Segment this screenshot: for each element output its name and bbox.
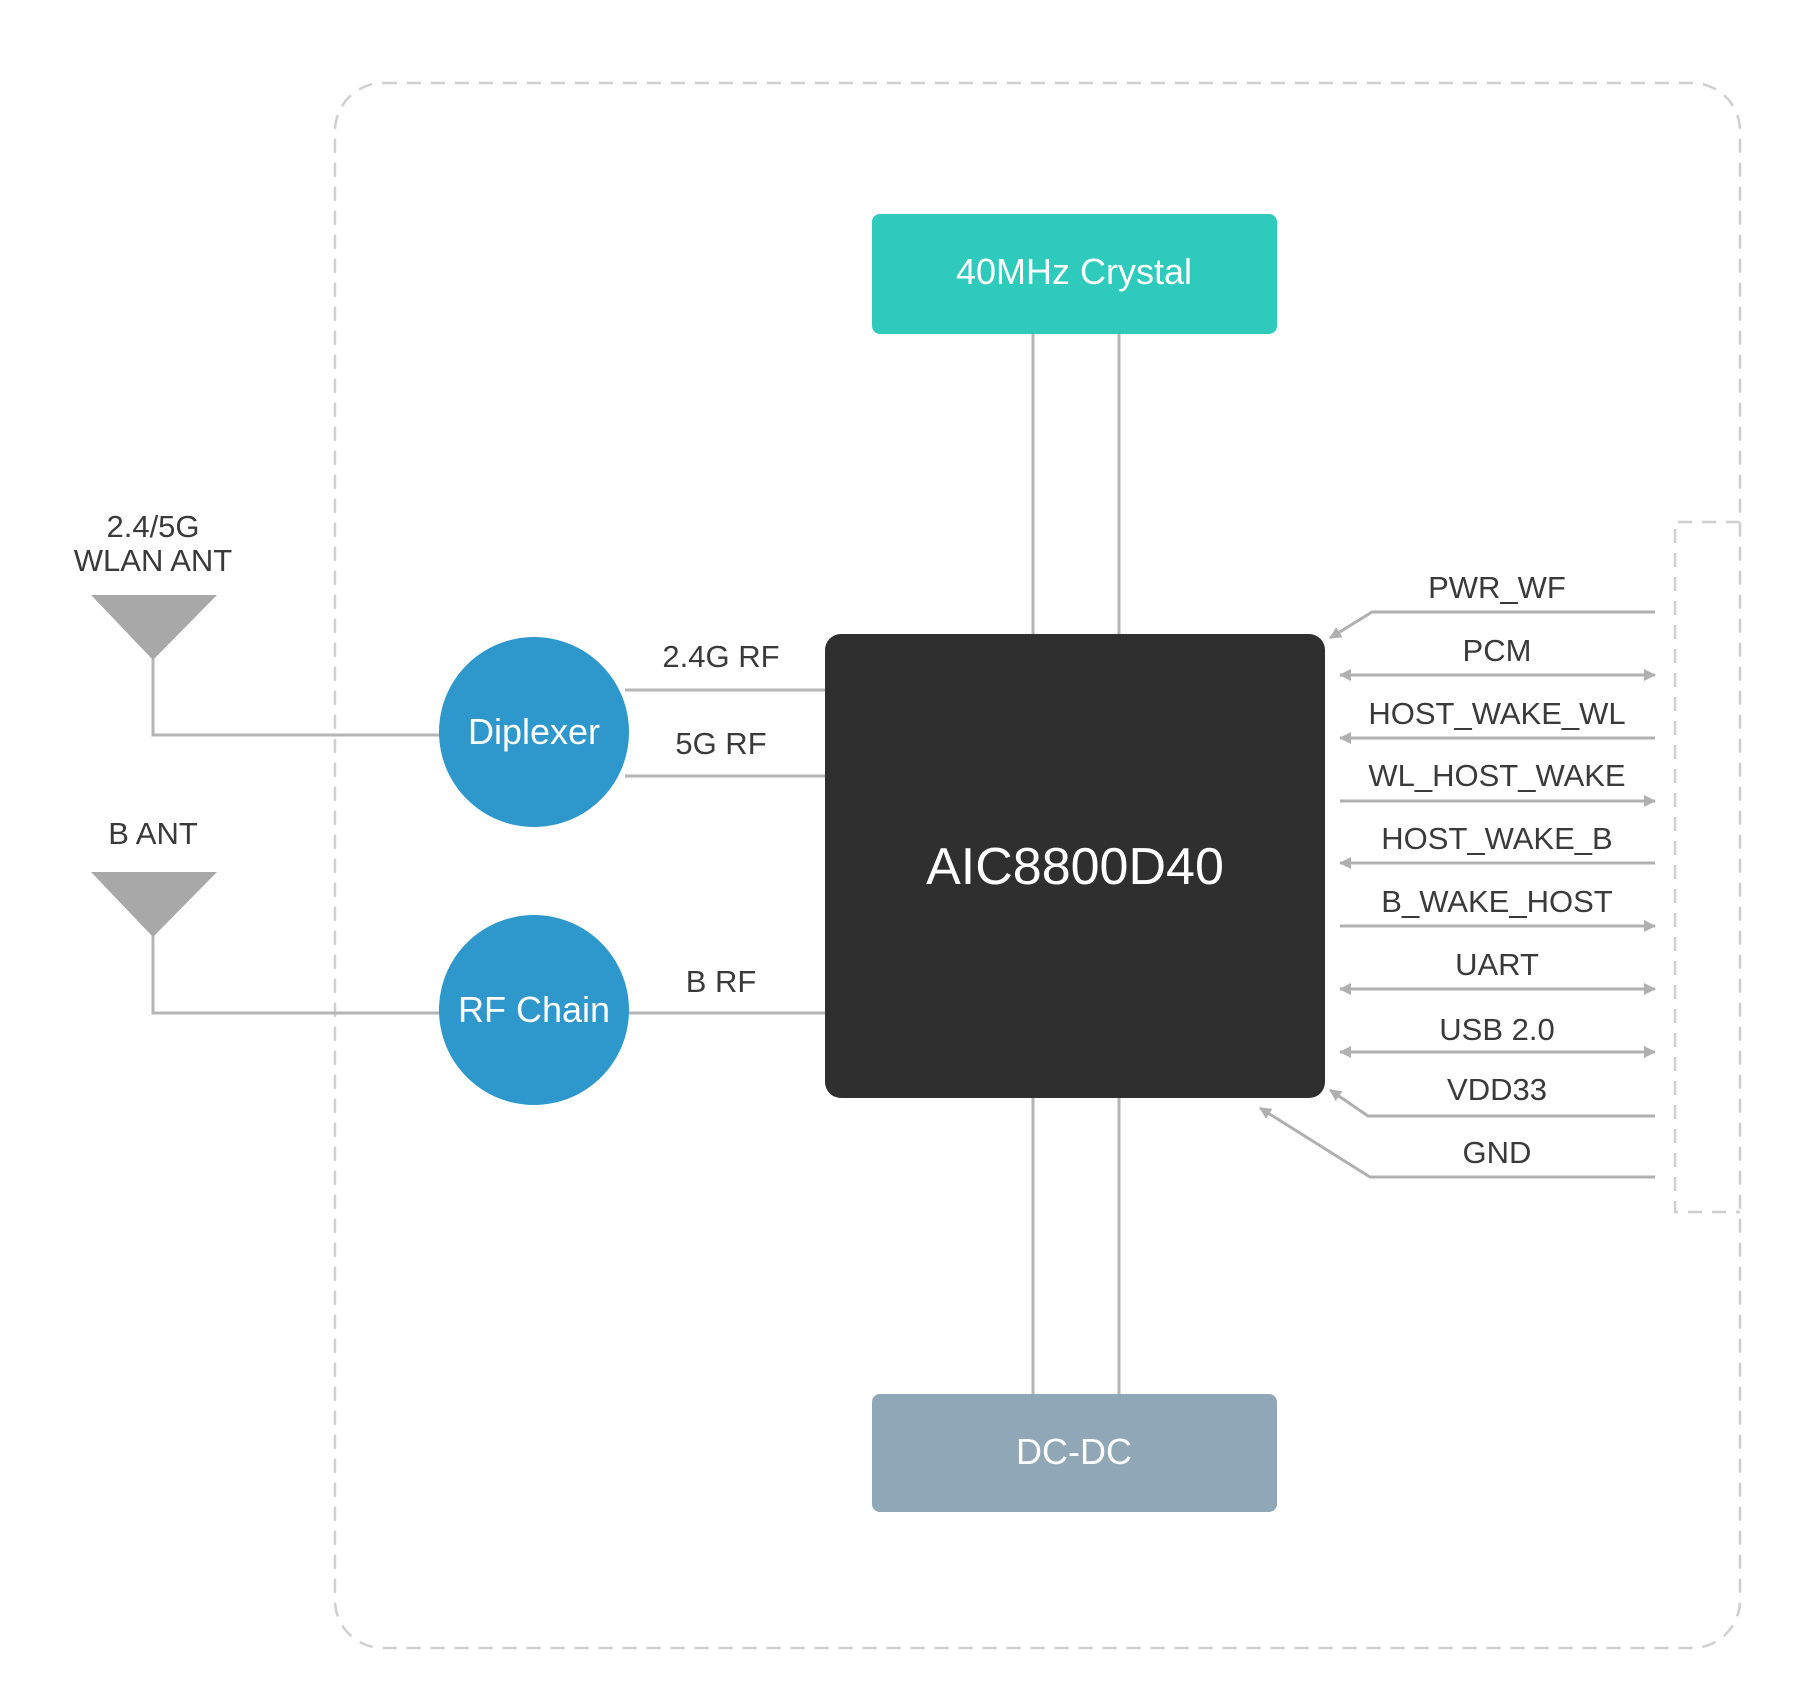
signal-label-gnd: GND <box>1463 1135 1532 1170</box>
signal-label-pcm: PCM <box>1463 633 1532 668</box>
diplexer-label: Diplexer <box>468 711 600 752</box>
signal-label-host-wake-b: HOST_WAKE_B <box>1381 821 1612 856</box>
signal-label-vdd33: VDD33 <box>1447 1072 1547 1107</box>
dcdc-block <box>872 1394 1277 1512</box>
crystal-block <box>872 214 1277 334</box>
wlan-antenna-label-1: 2.4/5G <box>106 509 199 544</box>
bt-antenna-feed <box>151 935 442 1015</box>
signal-label-host-wake-wl: HOST_WAKE_WL <box>1368 696 1625 731</box>
crystal-label: 40MHz Crystal <box>956 251 1192 292</box>
rf-chain-circle <box>439 915 629 1105</box>
rf-5g-label: 5G RF <box>675 726 766 761</box>
diplexer-circle <box>439 637 629 827</box>
rf-24g-label: 2.4G RF <box>662 639 779 674</box>
chip-label: AIC8800D40 <box>926 838 1224 896</box>
signal-label-pwr-wf: PWR_WF <box>1428 570 1566 605</box>
signal-label-b-wake-host: B_WAKE_HOST <box>1381 884 1612 919</box>
wlan-antenna-label-2: WLAN ANT <box>74 543 233 578</box>
signal-label-usb: USB 2.0 <box>1439 1012 1554 1047</box>
module-boundary <box>333 81 1742 1650</box>
dcdc-label: DC-DC <box>1016 1431 1132 1472</box>
interface-bracket <box>1673 520 1740 1214</box>
signal-line-pwr-wf <box>1329 610 1655 640</box>
signal-line-gnd <box>1259 1106 1655 1179</box>
wlan-antenna-icon <box>91 595 217 660</box>
chip-block <box>825 634 1325 1098</box>
rf-chain-label: RF Chain <box>458 989 610 1030</box>
signal-label-uart: UART <box>1455 947 1539 982</box>
signal-line-vdd33 <box>1329 1088 1655 1118</box>
signal-label-wl-host-wake: WL_HOST_WAKE <box>1368 758 1625 793</box>
signal-group: PWR_WF PCM HOST_WAKE_WL WL_HOST_WAKE HOS… <box>1259 570 1656 1179</box>
wlan-antenna-feed <box>151 658 442 737</box>
bt-antenna-label: B ANT <box>108 816 198 851</box>
bt-antenna-icon <box>91 872 217 937</box>
rf-b-label: B RF <box>686 964 757 999</box>
